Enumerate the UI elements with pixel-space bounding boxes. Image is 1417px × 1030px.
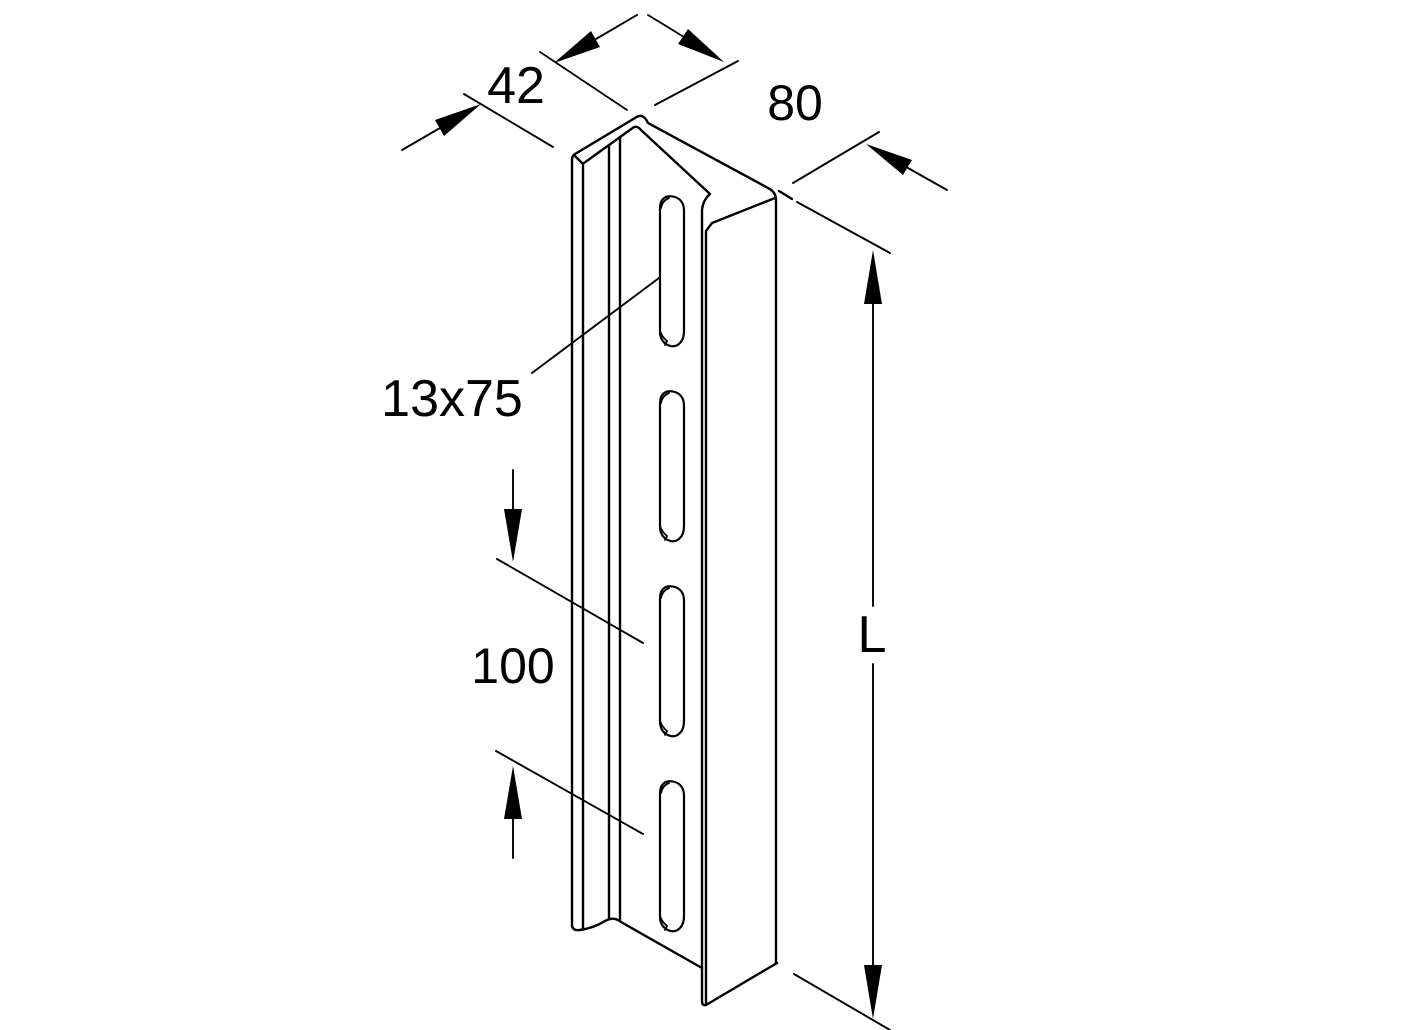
profile-bottom-edge — [570, 917, 704, 970]
slot-3-outline — [658, 585, 686, 738]
dim-L-ext-line-top — [796, 201, 891, 254]
dim-80-arrowhead-2 — [866, 144, 912, 175]
slot-2-inner-bottom — [659, 525, 669, 541]
slot-2-inner-top — [660, 392, 670, 404]
profile-outline-top — [570, 114, 778, 965]
dim-L-ext-line-bottom — [793, 973, 891, 1030]
front-flange-end-face — [573, 154, 585, 930]
slot-4 — [658, 780, 686, 933]
dim-100-arrowhead-down — [504, 509, 522, 562]
slot-3-inner-top — [660, 587, 670, 599]
web-upper-junction — [582, 125, 712, 1007]
dim-42-ext-line-2 — [463, 93, 554, 148]
dim-100-arrowhead-up — [504, 766, 522, 819]
dim-80-ext-line-2 — [792, 131, 880, 184]
slot-size-leader-line — [531, 277, 660, 374]
web-slots — [658, 195, 686, 933]
rear-flange-top-corner — [777, 189, 794, 201]
dim-80-arrow-tail-2 — [907, 167, 948, 191]
dim-42-label: 42 — [487, 57, 545, 115]
dim-42-arrowhead-1 — [554, 31, 600, 63]
slot-3-inner-bottom — [659, 720, 669, 736]
slot-1-outline — [658, 195, 686, 348]
slot-3 — [658, 585, 686, 738]
rear-flange — [704, 196, 779, 1007]
dim-80-arrowhead-1 — [678, 29, 724, 62]
dim-slot-pitch: 100 — [471, 469, 644, 859]
slot-1 — [658, 195, 686, 348]
dim-80-label: 80 — [767, 75, 823, 131]
dim-flange-width: 42 — [401, 14, 638, 151]
dim-100-ext-line-2 — [495, 750, 644, 835]
dim-80-arrow-tail-1 — [647, 14, 685, 38]
dim-L-arrowhead-up — [864, 250, 882, 304]
dim-42-arrow-tail-2 — [401, 127, 441, 151]
dim-length: L — [793, 201, 891, 1030]
dim-80-ext-line-1 — [654, 60, 739, 106]
slot-2-outline — [658, 390, 686, 543]
slot-2 — [658, 390, 686, 543]
dim-100-label: 100 — [471, 638, 554, 694]
dim-100-ext-line-1 — [496, 558, 644, 644]
slot-1-inner-top — [660, 197, 670, 209]
dim-L-label: L — [858, 606, 887, 664]
dim-depth: 80 — [647, 14, 948, 191]
dim-42-arrowhead-2 — [435, 104, 481, 136]
slot-4-outline — [658, 780, 686, 933]
slot-4-inner-bottom — [659, 915, 669, 931]
dim-L-arrowhead-down — [864, 965, 882, 1019]
profile — [570, 114, 794, 1007]
dim-42-arrow-tail-1 — [595, 14, 638, 40]
slot-4-inner-top — [660, 782, 670, 794]
slot-size-label: 13x75 — [381, 370, 523, 428]
slot-1-inner-bottom — [659, 330, 669, 346]
slot-size-callout: 13x75 — [381, 277, 660, 428]
dim-42-ext-line-1 — [539, 51, 628, 111]
